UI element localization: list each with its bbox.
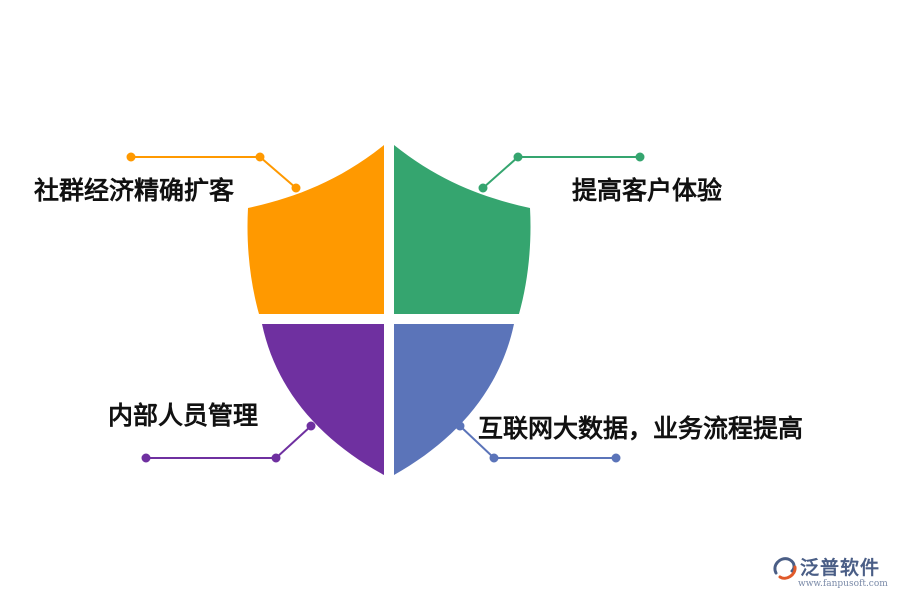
- label-bottom-left: 内部人员管理: [108, 401, 259, 430]
- swirl-logo-icon: [773, 557, 797, 580]
- connector-bottom-right: [455, 421, 621, 463]
- connector-bottom-left: [141, 421, 316, 463]
- label-top-left: 社群经济精确扩客: [34, 176, 235, 205]
- label-bottom-right: 互联网大数据，业务流程提高: [478, 414, 804, 443]
- brand-url: www.fanpusoft.com: [798, 579, 888, 589]
- shield-quadrant-top-left: [247, 145, 384, 314]
- brand-logo: 泛普软件 www.fanpusoft.com: [770, 553, 896, 597]
- connector-top-right: [478, 152, 645, 193]
- connector-top-left: [126, 152, 301, 193]
- shield-quadrant-top-right: [394, 145, 531, 314]
- shield-quadrant-bottom-right: [394, 324, 514, 475]
- shield-quadrant-bottom-left: [262, 324, 384, 475]
- label-top-right: 提高客户体验: [572, 176, 723, 205]
- brand-name: 泛普软件: [800, 557, 881, 579]
